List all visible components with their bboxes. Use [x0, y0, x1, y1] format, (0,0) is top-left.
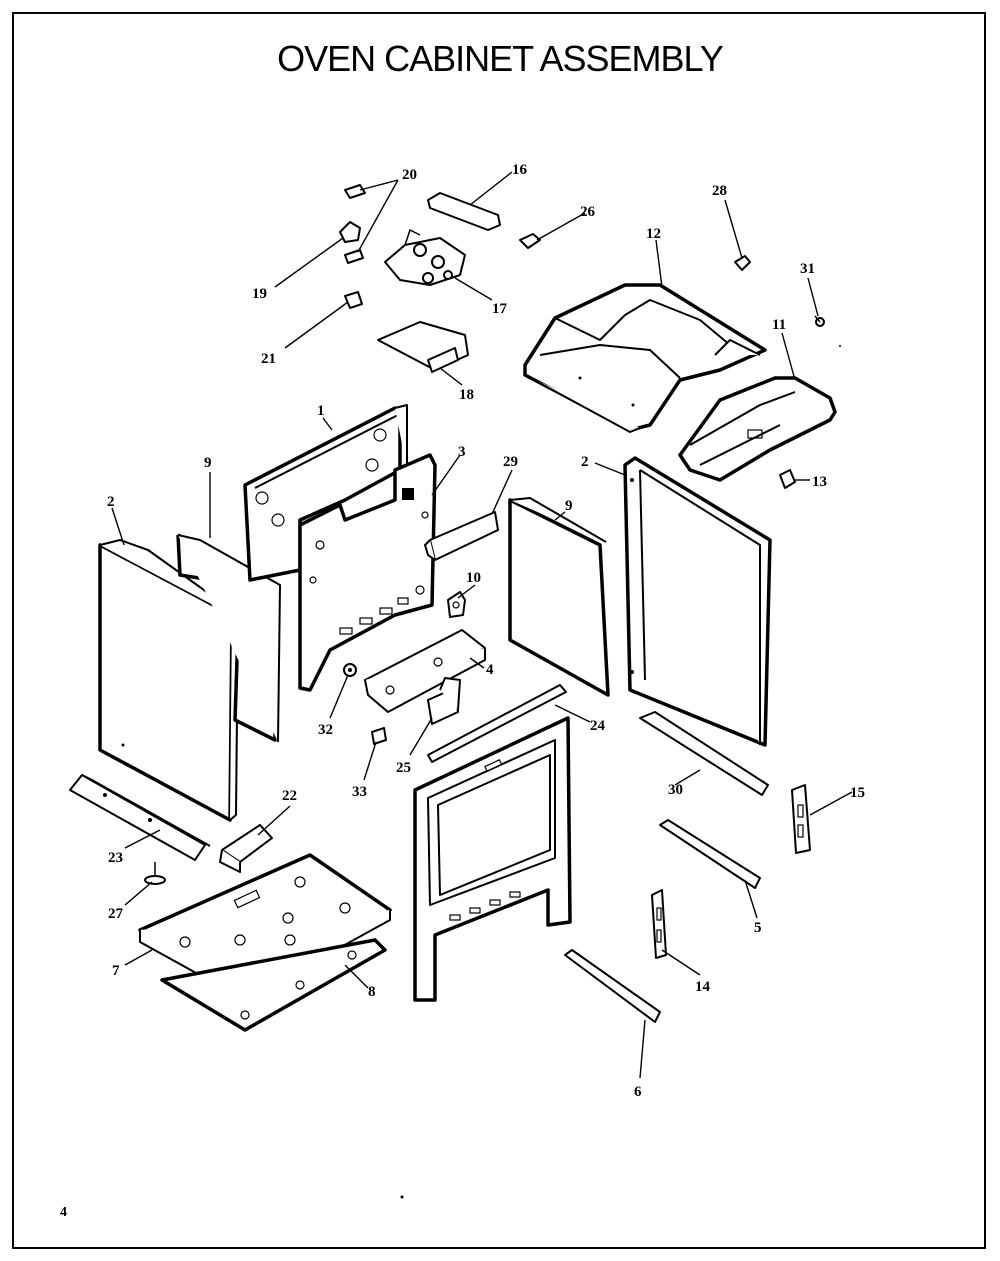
part-28-clip: [734, 255, 751, 271]
part-13-clip: [779, 469, 796, 489]
part-2-right-side-panel: [623, 456, 772, 747]
callout-26: 26: [580, 204, 596, 220]
callout-10: 10: [466, 570, 481, 586]
callout-24: 24: [590, 718, 606, 734]
part-19-clip: [339, 221, 361, 243]
part-5-rail: [659, 819, 761, 889]
part-20-pads: [344, 184, 366, 264]
callout-20: 20: [402, 167, 417, 183]
callout-18: 18: [459, 387, 474, 403]
part-8-bottom-plate: [160, 938, 387, 1032]
callout-2b: 2: [581, 454, 589, 470]
callout-9a: 9: [204, 455, 212, 471]
callout-27: 27: [108, 906, 124, 922]
page-number: 4: [60, 1205, 67, 1220]
part-15-hinge: [791, 784, 811, 854]
callout-9b: 9: [565, 498, 573, 514]
callout-8: 8: [368, 984, 376, 1000]
part-14-hinge: [651, 889, 667, 959]
page-border: [12, 12, 986, 1249]
front-frame: [413, 716, 572, 1002]
part-16-bracket: [427, 192, 501, 231]
callout-1: 1: [317, 403, 325, 419]
callout-3: 3: [458, 444, 466, 460]
part-32-nut: [343, 663, 357, 677]
callout-25: 25: [396, 760, 411, 776]
part-9-left-insulation: [176, 533, 281, 743]
part-7-bottom-panel: [138, 853, 392, 1001]
part-22-bracket: [219, 824, 273, 873]
callout-6: 6: [634, 1084, 642, 1100]
callout-15: 15: [850, 785, 865, 801]
part-25-bracket: [427, 677, 461, 725]
part-26-block: [519, 233, 541, 249]
callout-13: 13: [812, 474, 827, 490]
part-9-right-insulation: [508, 497, 610, 697]
part-3-inner-panel: [298, 453, 437, 692]
part-23-rail: [69, 774, 211, 861]
part-17-thermostat-assembly: [384, 228, 466, 286]
part-21-clip: [344, 291, 363, 309]
part-12-top-cover: [523, 283, 767, 433]
callout-5: 5: [754, 920, 762, 936]
callout-2a: 2: [107, 494, 115, 510]
part-27-leveler: [144, 862, 166, 885]
part-1-back-panel: [243, 404, 408, 582]
callout-23: 23: [108, 850, 123, 866]
callout-14: 14: [695, 979, 711, 995]
callout-17: 17: [492, 301, 508, 317]
callout-7: 7: [112, 963, 120, 979]
part-11-bracket: [678, 376, 837, 482]
callout-28: 28: [712, 183, 727, 199]
part-33-clip: [371, 727, 387, 745]
part-24-bar: [427, 684, 567, 763]
callout-32: 32: [318, 722, 333, 738]
callout-31: 31: [800, 261, 815, 277]
part-30-trim: [639, 711, 769, 796]
callout-30: 30: [668, 782, 683, 798]
part-4-channel: [364, 629, 486, 713]
callout-22: 22: [282, 788, 297, 804]
part-10-clip: [447, 591, 466, 618]
callout-4: 4: [486, 662, 494, 678]
callout-labels: 20 16 26 19 17 21 18 28 12 31 11 13 1 3 …: [107, 162, 865, 1100]
page-title: OVEN CABINET ASSEMBLY: [277, 38, 724, 79]
callout-33: 33: [352, 784, 367, 800]
part-18-bracket: [377, 321, 469, 373]
part-29-bracket: [424, 511, 499, 561]
callout-19: 19: [252, 286, 267, 302]
callout-21: 21: [261, 351, 276, 367]
callout-12: 12: [646, 226, 661, 242]
callout-11: 11: [772, 317, 786, 333]
part-6-rail: [564, 949, 661, 1023]
callout-29: 29: [503, 454, 518, 470]
callout-16: 16: [512, 162, 528, 178]
part-31-screw: [814, 315, 825, 327]
leader-lines: [111, 171, 853, 1079]
